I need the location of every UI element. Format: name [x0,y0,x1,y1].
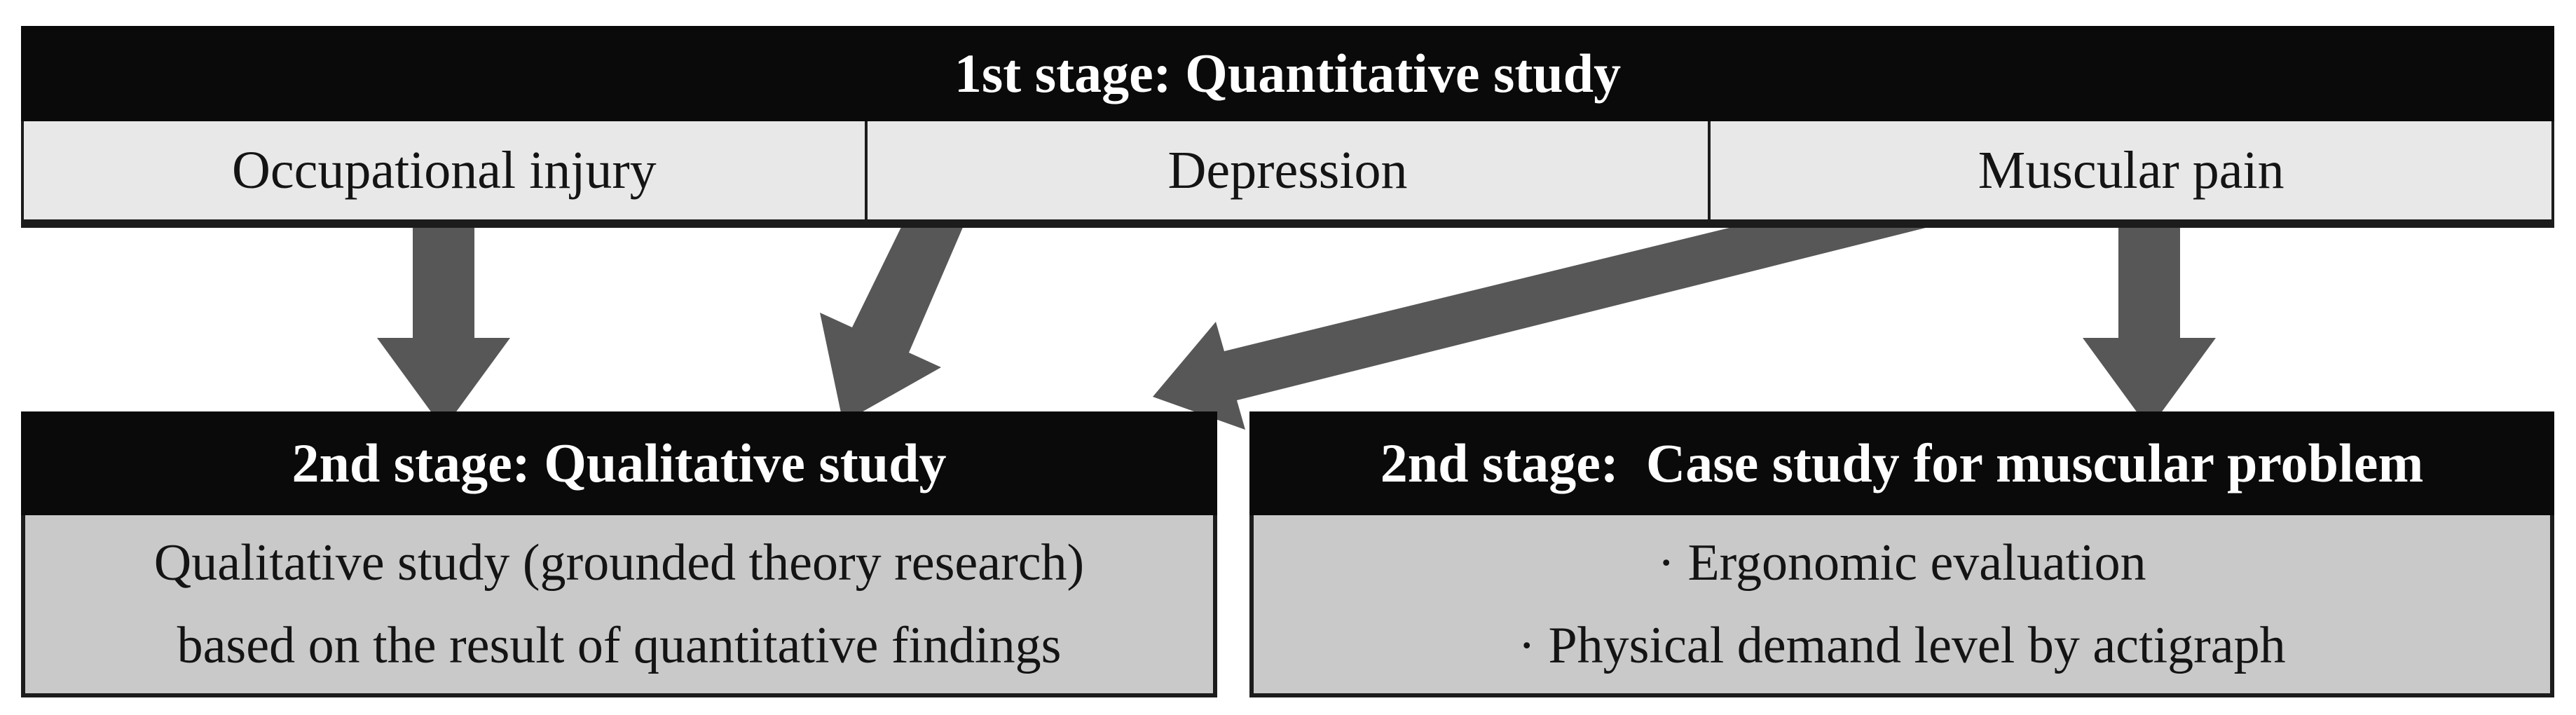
stage1-table: 1st stage: Quantitative study Occupation… [21,26,2554,228]
body-line: based on the result of quantitative find… [177,617,1062,674]
topic-label: Depression [1167,140,1408,200]
cell-occupational-injury: Occupational injury [24,121,865,219]
stage1-title: 1st stage: Quantitative study [954,43,1622,104]
cell-depression: Depression [864,121,1708,219]
arrow-muscular-pain-down-icon [2083,224,2216,429]
stage2-case-study-header: 2nd stage: Case study for muscular probl… [1249,411,2554,515]
stage2-case-study-box: 2nd stage: Case study for muscular probl… [1249,411,2554,697]
stage2-qualitative-box: 2nd stage: Qualitative study Qualitative… [21,411,1217,697]
stage2-qualitative-header: 2nd stage: Qualitative study [21,411,1217,515]
stage2-case-study-body: · Ergonomic evaluation · Physical demand… [1249,515,2554,697]
stage1-topic-row: Occupational injury Depression Muscular … [21,121,2554,228]
arrow-occupational-injury-down-icon [377,224,510,429]
body-line: · Ergonomic evaluation [1657,534,2146,592]
stage2-qualitative-body: Qualitative study (grounded theory resea… [21,515,1217,697]
stage2-case-study-title: 2nd stage: Case study for muscular probl… [1380,433,2424,493]
body-line: · Physical demand level by actigraph [1518,617,2286,674]
body-line: Qualitative study (grounded theory resea… [153,534,1085,592]
cell-muscular-pain: Muscular pain [1708,121,2551,219]
topic-label: Muscular pain [1978,140,2284,200]
topic-label: Occupational injury [231,140,657,200]
arrow-muscular-pain-diagonal-icon [1153,226,1934,430]
stage1-header: 1st stage: Quantitative study [21,26,2554,121]
stage2-qualitative-title: 2nd stage: Qualitative study [292,433,947,493]
arrow-depression-slant-icon [820,226,964,423]
